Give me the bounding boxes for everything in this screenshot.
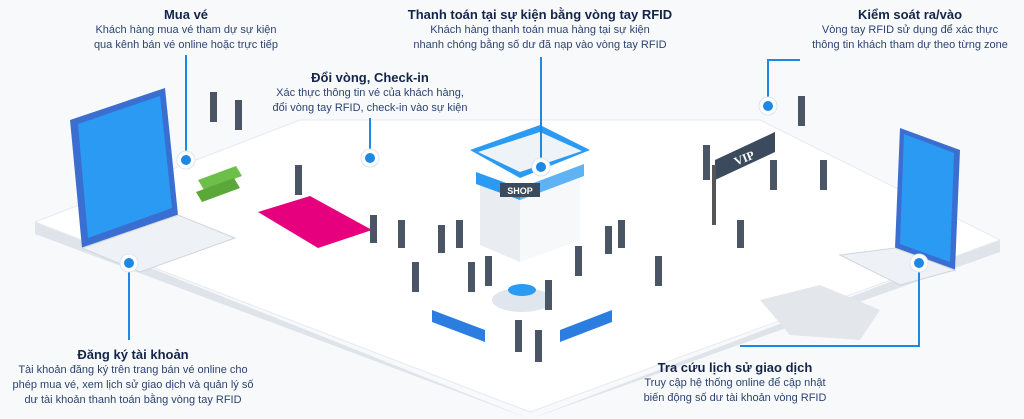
caption-line: nhanh chóng bằng số dư đã nạp vào vòng t… [413,39,667,51]
caption-payment: Thanh toán tại sự kiện bằng vòng tay RFI… [395,6,685,53]
marker-checkin[interactable] [360,148,380,168]
shop-building: SHOP [470,125,590,262]
people-crowd [210,92,827,362]
caption-line: Truy cập hệ thống online để cập nhật [644,377,826,389]
caption-line: Vòng tay RFID sử dụng để xác thực [821,24,999,36]
connector-lines [128,55,920,347]
caption-line: dư tài khoản thanh toán bằng vòng tay RF… [24,394,242,406]
fountain [492,284,552,312]
caption-title: Thanh toán tại sự kiện bằng vòng tay RFI… [407,7,673,22]
shop-sign: SHOP [507,186,533,196]
markers [119,96,929,273]
caption-access: Kiểm soát ra/vào Vòng tay RFID sử dụng đ… [795,6,1024,53]
caption-title: Đăng ký tài khoản [77,347,189,362]
tickets-icon [196,166,242,202]
red-carpet [258,196,372,248]
marker-access[interactable] [758,96,778,116]
caption-title: Tra cứu lịch sử giao dịch [657,360,813,375]
caption-line: Khách hàng thanh toán mua hàng tại sự ki… [430,24,650,36]
platform [33,119,1002,413]
caption-register: Đăng ký tài khoản Tài khoản đăng ký trên… [0,346,266,408]
marker-payment[interactable] [531,157,551,177]
bench-left [432,310,485,342]
caption-line: biến động số dư tài khoản vòng RFID [643,392,827,404]
caption-line: Khách hàng mua vé tham dự sự kiện [95,24,277,36]
caption-history: Tra cứu lịch sử giao dịch Truy cập hệ th… [620,359,850,406]
bench-right [560,310,612,342]
caption-line: phép mua vé, xem lịch sử giao dịch và qu… [12,379,254,391]
caption-line: Tài khoản đăng ký trên trang bán vé onli… [18,364,248,376]
laptop-right [838,128,960,286]
caption-title: Kiểm soát ra/vào [857,7,963,22]
caption-checkin: Đổi vòng, Check-in Xác thực thông tin vé… [250,69,490,116]
caption-line: qua kênh bán vé online hoặc trực tiếp [93,39,279,51]
laptop-left [70,88,237,273]
vip-gate: VIP [712,132,775,225]
construction-debris [760,285,880,340]
caption-title: Mua vé [163,7,209,22]
caption-line: Xác thực thông tin vé của khách hàng, [276,87,464,99]
caption-line: đổi vòng tay RFID, check-in vào sự kiện [272,102,468,114]
marker-register[interactable] [119,253,139,273]
caption-title: Đổi vòng, Check-in [311,70,429,85]
marker-buy[interactable] [176,150,196,170]
caption-line: thông tin khách tham dự theo từng zone [812,39,1008,51]
caption-buy: Mua vé Khách hàng mua vé tham dự sự kiện… [66,6,306,53]
marker-history[interactable] [909,253,929,273]
